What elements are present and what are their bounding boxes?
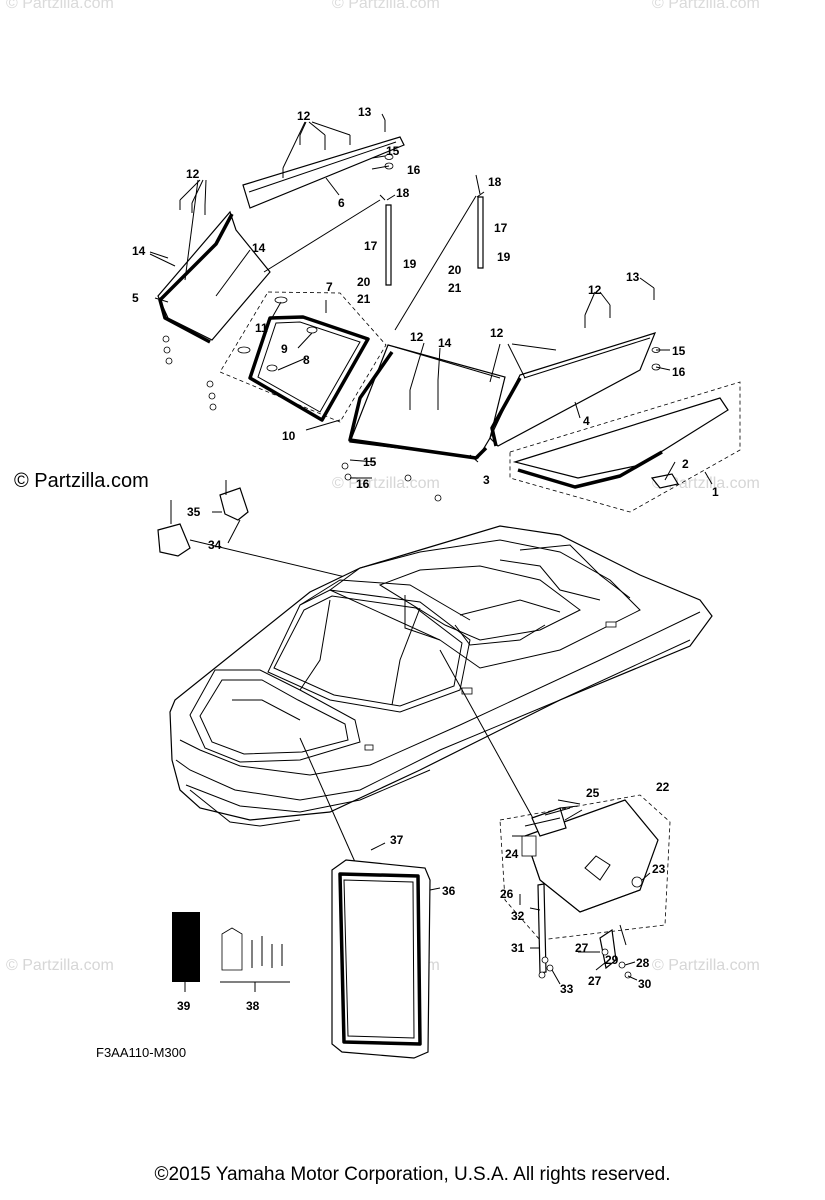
callout-27-b: 27 (588, 974, 602, 988)
callout-24: 24 (505, 847, 519, 861)
callout-32: 32 (511, 909, 525, 923)
watermark-top-left: © Partzilla.com (6, 0, 114, 12)
leader-22 (439, 649, 546, 841)
callout-20-a: 20 (357, 275, 371, 289)
kit-38-39 (172, 912, 290, 992)
hardware (162, 120, 661, 502)
bracket-2 (650, 473, 679, 489)
callout-7: 7 (326, 280, 333, 294)
glass-4 (489, 332, 657, 447)
callout-19-a: 19 (403, 257, 417, 271)
watermark-low-right: © Partzilla.com (652, 957, 760, 974)
callout-13-a: 13 (358, 105, 372, 119)
bracket-34 (157, 523, 191, 557)
mat-36 (331, 842, 441, 1059)
callout-34: 34 (208, 538, 222, 552)
callout-12-e: 12 (588, 283, 602, 297)
callout-16-c: 16 (356, 477, 370, 491)
callout-10: 10 (282, 429, 296, 443)
callout-8: 8 (303, 353, 310, 367)
tag-39 (172, 912, 200, 982)
callout-11: 11 (255, 321, 268, 335)
window-frame-10 (248, 315, 370, 422)
callout-5: 5 (132, 291, 139, 305)
callout-9: 9 (281, 342, 288, 356)
callout-18-a: 18 (396, 186, 410, 200)
callout-15-a: 15 (386, 144, 400, 158)
footer-copyright: ©2015 Yamaha Motor Corporation, U.S.A. A… (154, 1164, 671, 1185)
callout-23: 23 (652, 862, 666, 876)
callout-38: 38 (246, 999, 260, 1013)
callout-12-a: 12 (297, 109, 311, 123)
callout-15-c: 15 (363, 455, 377, 469)
callout-13-b: 13 (626, 270, 640, 284)
glass-3 (349, 344, 506, 459)
hatch-22 (499, 794, 671, 985)
part-1-outline (509, 381, 741, 513)
glass-5 (157, 210, 271, 341)
callout-22: 22 (656, 780, 670, 794)
callout-14-b: 14 (252, 241, 266, 255)
callout-27-a: 27 (575, 941, 589, 955)
callout-26: 26 (500, 887, 514, 901)
leader-lines-top (149, 113, 713, 485)
callout-18-b: 18 (488, 175, 502, 189)
callout-37: 37 (390, 833, 404, 847)
cap-1 (512, 397, 729, 479)
callout-12-b: 12 (186, 167, 200, 181)
callout-17-b: 17 (494, 221, 508, 235)
callout-12-d: 12 (490, 326, 504, 340)
callout-36: 36 (442, 884, 456, 898)
callout-20-b: 20 (448, 263, 462, 277)
callout-29: 29 (605, 953, 619, 967)
callout-25: 25 (586, 786, 600, 800)
glass-6 (242, 136, 405, 209)
callout-21-a: 21 (357, 292, 371, 306)
callout-14-c: 14 (438, 336, 452, 350)
callout-3: 3 (483, 473, 490, 487)
callout-39: 39 (177, 999, 191, 1013)
callout-14-a: 14 (132, 244, 146, 258)
copyright-watermark: © Partzilla.com (14, 470, 149, 492)
callout-2: 2 (682, 457, 689, 471)
bracket-35 (219, 487, 249, 521)
callout-15-b: 15 (672, 344, 686, 358)
callout-35: 35 (187, 505, 201, 519)
callout-16-b: 16 (672, 365, 686, 379)
callout-12-c: 12 (410, 330, 424, 344)
callout-16-a: 16 (407, 163, 421, 177)
callout-17-a: 17 (364, 239, 378, 253)
callout-1: 1 (712, 485, 719, 499)
leader-36 (299, 737, 356, 863)
watermark-mid-right: © Partzilla.com (652, 475, 760, 492)
watermark-mid-center: © Partzilla.com (332, 475, 440, 492)
callout-28: 28 (636, 956, 650, 970)
callout-labels: 1 2 3 4 5 6 7 8 9 10 11 12 12 12 12 12 1… (132, 105, 719, 1013)
watermark-top-center: © Partzilla.com (332, 0, 440, 12)
callout-33: 33 (560, 982, 574, 996)
callout-31: 31 (511, 941, 525, 955)
callout-30: 30 (638, 977, 652, 991)
callout-6: 6 (338, 196, 345, 210)
callout-21-b: 21 (448, 281, 462, 295)
diagram-code: F3AA110-M300 (96, 1045, 187, 1060)
callout-4: 4 (583, 414, 590, 428)
watermark-low-left: © Partzilla.com (6, 957, 114, 974)
watermark-top-right: © Partzilla.com (652, 0, 760, 12)
callout-19-b: 19 (497, 250, 511, 264)
boat-hull (169, 525, 713, 827)
